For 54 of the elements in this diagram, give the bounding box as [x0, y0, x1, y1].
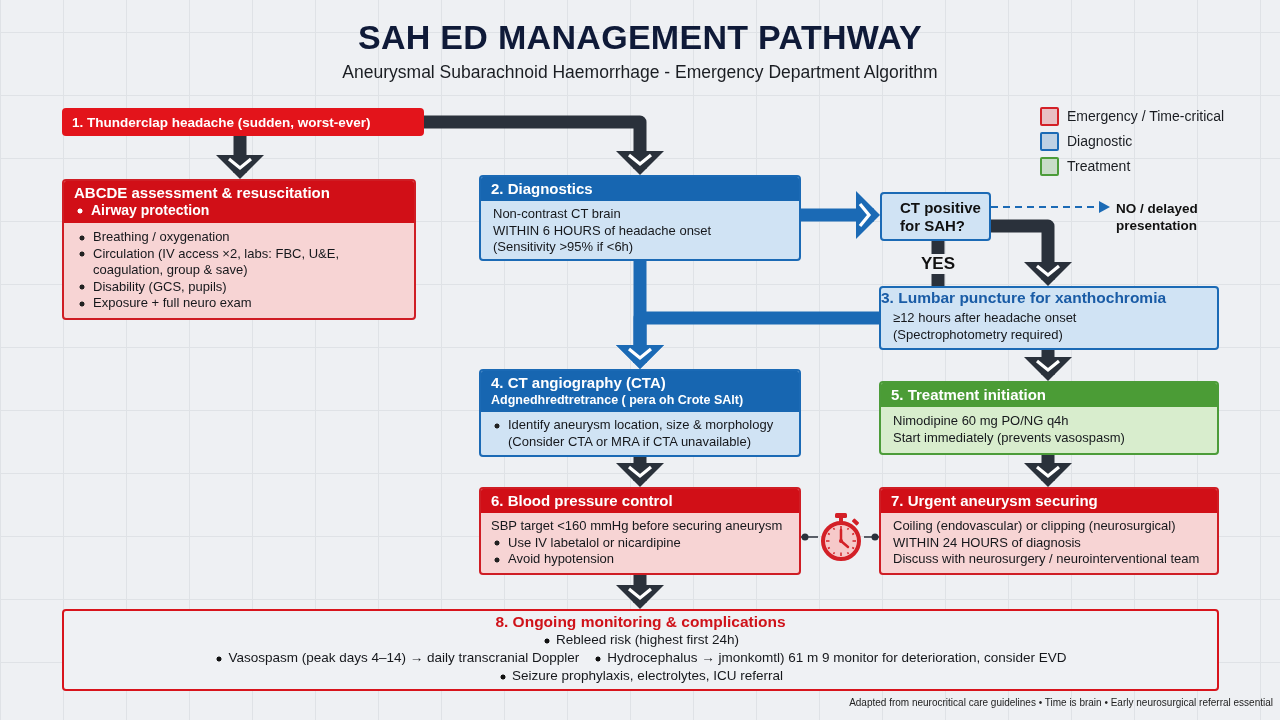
footnote: Adapted from neurocritical care guidelines • Time is brain • Early neurosurgical referral essential — [849, 696, 1273, 709]
arrow — [1022, 455, 1074, 489]
process-box — [62, 108, 424, 136]
decision-box — [880, 192, 991, 241]
step-title: 1. Thunderclap headache (sudden, worst-ever) — [72, 113, 371, 131]
body-text: Nimodipine 60 mg PO/NG q4h — [893, 413, 1070, 430]
step-title: 2. Diagnostics — [491, 180, 594, 198]
arrow — [614, 311, 879, 371]
step-title: 4. CT angiography (CTA) — [491, 374, 667, 392]
step-title: 8. Ongoing monitoring & complications — [494, 613, 787, 631]
subtitle: Aneurysmal Subarachnoid Haemorrhage - Emergency Department Algorithm — [342, 61, 938, 83]
legend-label: Treatment — [1067, 158, 1131, 175]
process-box — [479, 487, 801, 575]
process-box — [879, 381, 1219, 455]
arrow — [801, 189, 882, 241]
legend-label: Diagnostic — [1067, 133, 1133, 150]
arrow — [991, 219, 1074, 288]
body-text: (Spectrophotometry required) — [893, 326, 1064, 343]
edge-label: YES — [919, 253, 957, 274]
arrow — [614, 575, 666, 611]
decision-text: CT positive for SAH? — [900, 198, 982, 235]
body-text: SBP target <160 mmHg before securing aneurysm — [491, 518, 784, 535]
diagram-title: SAH ED MANAGEMENT PATHWAY — [357, 17, 923, 57]
connector-line — [863, 533, 880, 541]
body-text: (Consider CTA or MRA if CTA unavailable) — [507, 433, 752, 450]
body-text: (Sensitivity >95% if <6h) — [493, 239, 635, 256]
step-title: 5. Treatment initiation — [891, 386, 1048, 404]
step-title: 3. Lumbar puncture for xanthochromia — [881, 288, 1168, 307]
process-box — [62, 179, 416, 320]
process-box — [879, 487, 1219, 575]
process-box — [479, 175, 801, 261]
body-text: WITHIN 24 HOURS of diagnosis — [893, 534, 1082, 551]
step-title: 6. Blood pressure control — [491, 492, 674, 510]
body-text: Coiling (endovascular) or clipping (neurosurgical) — [893, 518, 1177, 535]
arrow — [1022, 350, 1074, 383]
step-title: ABCDE assessment & resuscitation — [74, 184, 331, 202]
body-text: WITHIN 6 HOURS of headache onset — [493, 222, 713, 239]
process-box — [62, 609, 1219, 691]
body-text: Non-contrast CT brain — [493, 206, 622, 223]
legend-label: Emergency / Time-critical — [1067, 108, 1225, 125]
arrow — [214, 136, 266, 181]
dashed-arrow — [990, 201, 1110, 213]
stopwatch-icon — [818, 512, 864, 562]
arrow — [614, 457, 666, 489]
process-box — [879, 286, 1219, 350]
step-title: 7. Urgent aneurysm securing — [891, 492, 1099, 510]
body-text: Start immediately (prevents vasospasm) — [893, 429, 1126, 446]
arrow — [424, 115, 666, 177]
branch-label: NO / delayed presentation — [1110, 200, 1214, 234]
body-text: ≥12 hours after headache onset — [893, 310, 1078, 327]
step-subtitle: Adgnedhredtretrance ( pera oh Crote SAlt) — [491, 392, 745, 408]
body-text: Discuss with neurosurgery / neurointerventional team — [893, 551, 1201, 568]
connector-line — [800, 533, 819, 541]
process-box — [479, 369, 801, 457]
